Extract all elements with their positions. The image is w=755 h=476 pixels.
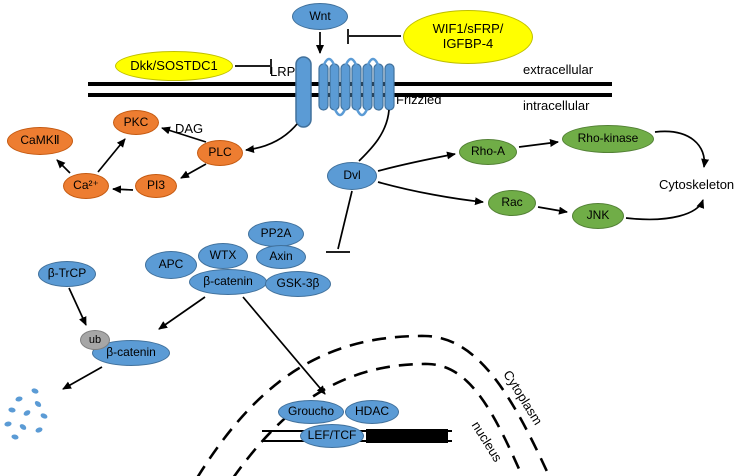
node-groucho: Groucho (278, 400, 344, 424)
node-pi3: PI3 (135, 174, 177, 198)
node-plc: PLC (197, 140, 243, 166)
node-btrcp: β-TrCP (38, 261, 96, 287)
node-pp2a: PP2A (248, 221, 304, 247)
node-gsk3b: GSK-3β (265, 271, 331, 297)
arrow-dvl-to-rac (377, 181, 484, 206)
arrow-bcatenin-to-degradation (62, 366, 103, 390)
node-bcatenin-free: β-catenin (92, 340, 170, 366)
node-rhoa: Rho-A (459, 139, 517, 165)
arrow-plc-to-pkc (161, 126, 207, 143)
arrow-receptor-to-plc (245, 123, 298, 154)
label-extracellular: extracellular (523, 62, 594, 77)
node-hdac: HDAC (345, 400, 399, 424)
arrow-ca-to-camk2 (56, 159, 71, 174)
degraded-protein-dots (4, 388, 48, 440)
node-dvl: Dvl (327, 162, 377, 190)
node-dkk-sostdc1: Dkk/SOSTDC1 (115, 51, 233, 81)
arrow-rhoa-to-rhokinase (518, 139, 559, 148)
arrow-dvl-to-rhoa (377, 151, 456, 172)
nuclear-membrane-outer (196, 334, 551, 476)
label-frizzled: Frizzled (396, 92, 442, 107)
label-cytoskeleton: Cytoskeleton (659, 177, 735, 192)
node-camk2: CaMKⅡ (7, 127, 73, 155)
node-wnt: Wnt (292, 3, 348, 30)
arrow-rhokinase-to-cytoskeleton (654, 130, 710, 168)
label-dag: DAG (175, 121, 204, 136)
inhibit-dvl-to-complex (337, 190, 353, 250)
node-wtx: WTX (198, 243, 248, 269)
label-intracellular: intracellular (523, 98, 590, 113)
node-lef-tcf: LEF/TCF (300, 424, 364, 448)
node-axin: Axin (256, 245, 306, 269)
arrow-btrcp-to-ub (68, 287, 87, 326)
line-frizzled-to-dvl (358, 109, 390, 162)
node-jnk: JNK (572, 203, 624, 229)
arrow-bcatenin-to-nucleus (242, 296, 326, 395)
node-rhokinase: Rho-kinase (562, 125, 654, 153)
node-ca2plus: Ca²⁺ (63, 173, 109, 199)
node-bcatenin-complex: β-catenin (189, 269, 267, 295)
arrow-pi3-to-ca (112, 185, 134, 194)
nuclear-membrane-inner (232, 362, 524, 476)
arrow-rac-to-jnk (537, 206, 568, 215)
arrow-complex-to-bcatenin (158, 296, 206, 330)
lrp-receptor-icon (295, 56, 312, 128)
arrow-plc-to-pi3 (180, 163, 207, 179)
node-ubiquitin: ub (80, 330, 110, 350)
arrow-jnk-to-cytoskeleton (625, 199, 705, 221)
node-pkc: PKC (113, 110, 159, 135)
label-lrp: LRP (270, 64, 296, 79)
frizzled-receptor-icon (318, 57, 395, 117)
arrow-ca-to-pkc (97, 138, 126, 173)
node-apc: APC (145, 251, 197, 279)
node-wif1-sfrp-igfbp4: WIF1/sFRP/ IGFBP-4 (403, 10, 533, 64)
node-rac: Rac (488, 190, 536, 216)
